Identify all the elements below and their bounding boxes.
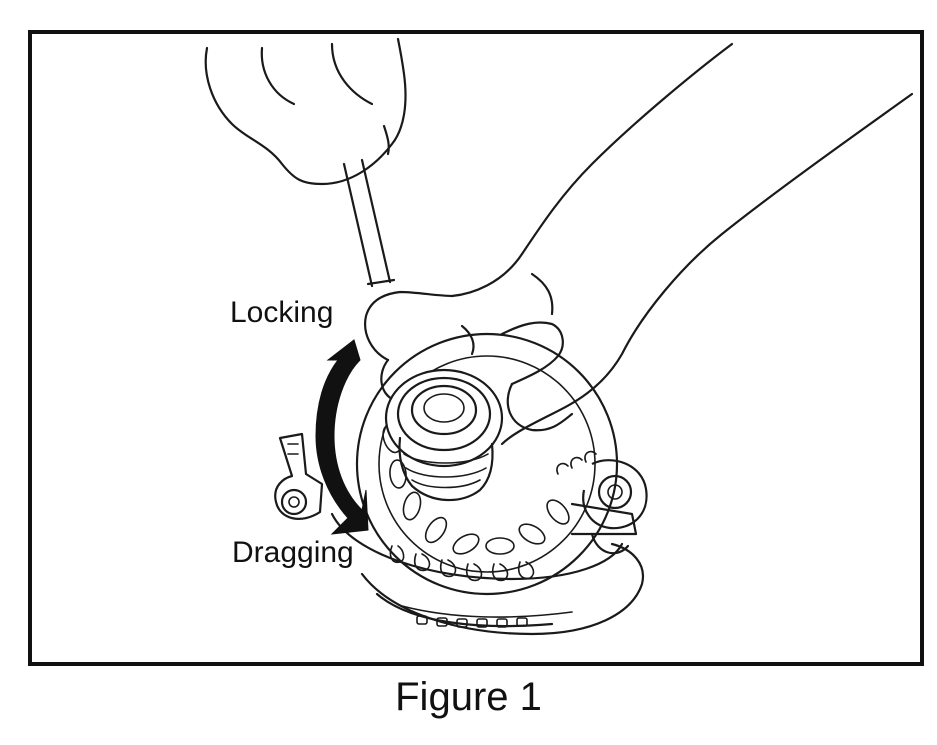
figure-frame: Locking Dragging xyxy=(28,30,924,666)
rotation-arrow-icon xyxy=(315,339,369,535)
cooling-fins xyxy=(389,545,535,582)
upper-hand-drawing xyxy=(204,37,407,186)
screwdriver-drawing xyxy=(342,158,396,288)
housing-bottom-slots xyxy=(416,615,528,628)
dragging-label: Dragging xyxy=(232,536,354,569)
alternator-drawing xyxy=(274,332,648,636)
figure-caption: Figure 1 xyxy=(395,675,542,719)
lower-hand-drawing xyxy=(364,42,914,446)
pulley-drawing xyxy=(384,368,504,502)
pulley-locking-illustration: Locking Dragging xyxy=(204,37,914,636)
locking-label: Locking xyxy=(230,296,333,329)
